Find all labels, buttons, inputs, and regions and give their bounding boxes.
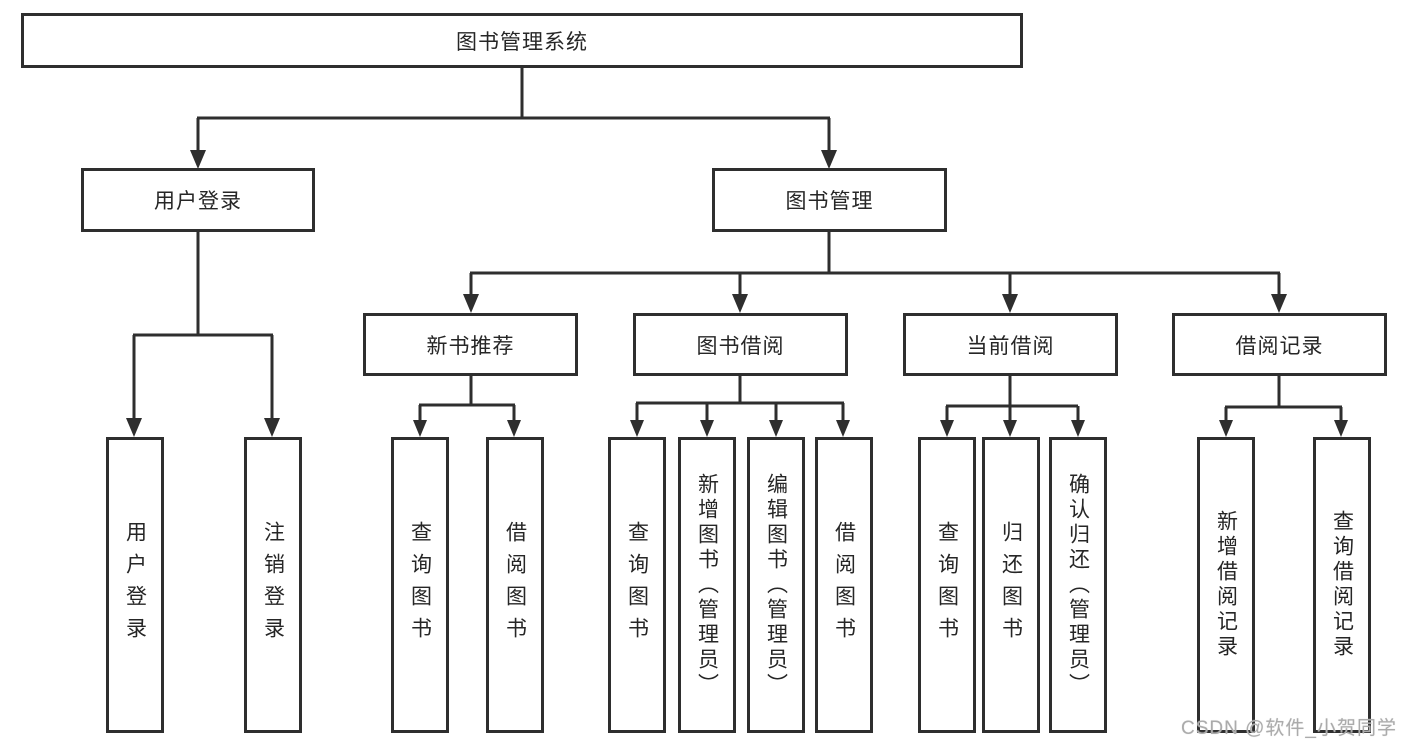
node-system-root-label: 图书管理系统 — [456, 30, 588, 54]
leaf-add-books-admin: 新增图书（管理员） — [678, 437, 736, 733]
node-new-book-recommend: 新书推荐 — [363, 313, 578, 376]
node-borrow-record: 借阅记录 — [1172, 313, 1387, 376]
leaf-add-borrow-record: 新增借阅记录 — [1197, 437, 1255, 733]
node-current-borrow: 当前借阅 — [903, 313, 1118, 376]
leaf-add-borrow-record-label: 新增借阅记录 — [1214, 510, 1238, 660]
leaf-return-books-label: 归还图书 — [999, 521, 1023, 649]
arrowheads-bookborrow-leaves — [630, 420, 850, 437]
connector-login-branch — [132, 232, 274, 420]
connector-record-leaves — [1224, 376, 1343, 422]
node-book-borrow: 图书借阅 — [633, 313, 848, 376]
leaf-query-books-2-label: 查询图书 — [625, 521, 649, 649]
connector-current-leaves — [945, 376, 1080, 422]
node-borrow-record-label: 借阅记录 — [1235, 334, 1324, 358]
arrowheads-level1 — [190, 150, 837, 169]
leaf-query-books-3: 查询图书 — [918, 437, 976, 733]
leaf-edit-books-admin-label: 编辑图书（管理员） — [764, 472, 788, 698]
leaf-borrow-books-1: 借阅图书 — [486, 437, 544, 733]
arrowheads-record-leaves — [1219, 420, 1348, 437]
arrowheads-newbook-leaves — [413, 420, 521, 437]
leaf-query-books-2: 查询图书 — [608, 437, 666, 733]
node-book-mgmt-branch-label: 图书管理 — [785, 190, 874, 213]
node-user-login-branch: 用户登录 — [81, 168, 315, 232]
leaf-logout-label: 注销登录 — [261, 521, 285, 649]
connector-newbook-leaves — [418, 376, 516, 422]
leaf-borrow-books-2-label: 借阅图书 — [832, 521, 856, 649]
leaf-query-borrow-record-label: 查询借阅记录 — [1330, 510, 1354, 660]
leaf-user-login: 用户登录 — [106, 437, 164, 733]
leaf-logout: 注销登录 — [244, 437, 302, 733]
leaf-edit-books-admin: 编辑图书（管理员） — [747, 437, 805, 733]
leaf-confirm-return-admin-label: 确认归还（管理员） — [1066, 472, 1090, 698]
node-current-borrow-label: 当前借阅 — [966, 334, 1055, 358]
leaf-query-borrow-record: 查询借阅记录 — [1313, 437, 1371, 733]
csdn-watermark: CSDN @软件_小贺同学 — [1181, 718, 1397, 739]
node-system-root: 图书管理系统 — [21, 13, 1023, 68]
leaf-borrow-books-2: 借阅图书 — [815, 437, 873, 733]
leaf-return-books: 归还图书 — [982, 437, 1040, 733]
arrowheads-level2 — [463, 294, 1287, 313]
connector-mgmt-to-level2 — [469, 232, 1281, 296]
connector-bookborrow-leaves — [635, 376, 845, 422]
arrowheads-login-leaves — [126, 418, 280, 437]
node-book-mgmt-branch: 图书管理 — [712, 168, 947, 232]
leaf-confirm-return-admin: 确认归还（管理员） — [1049, 437, 1107, 733]
arrowheads-current-leaves — [940, 420, 1085, 437]
leaf-query-books-3-label: 查询图书 — [935, 521, 959, 649]
leaf-user-login-label: 用户登录 — [123, 521, 147, 649]
leaf-borrow-books-1-label: 借阅图书 — [503, 521, 527, 649]
node-book-borrow-label: 图书借阅 — [696, 334, 785, 358]
leaf-query-books-1: 查询图书 — [391, 437, 449, 733]
node-new-book-recommend-label: 新书推荐 — [426, 334, 515, 358]
node-user-login-branch-label: 用户登录 — [154, 190, 242, 213]
leaf-add-books-admin-label: 新增图书（管理员） — [695, 472, 719, 698]
leaf-query-books-1-label: 查询图书 — [408, 521, 432, 649]
connector-root-to-level1 — [196, 68, 831, 152]
